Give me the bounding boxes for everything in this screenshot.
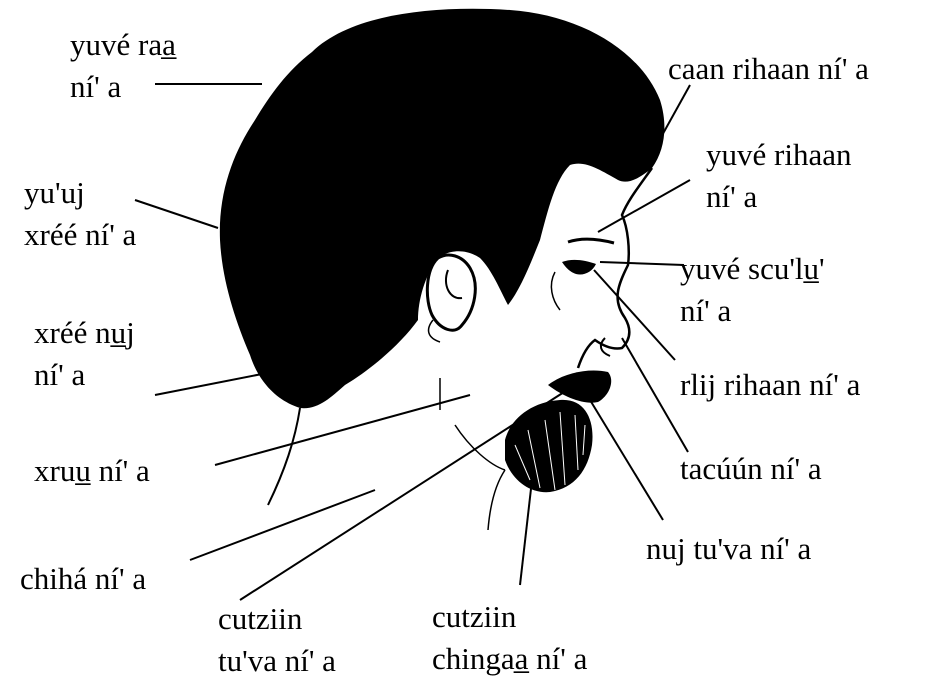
label-nape-hair-line1: yu'uj (24, 172, 136, 214)
label-nape-hair: yu'uj xréé ní' a (24, 172, 136, 256)
leader-nape-hair (135, 200, 218, 228)
label-mouth: nuj tu'va ní' a (646, 528, 811, 570)
label-nape-hair-line2: xréé ní' a (24, 214, 136, 256)
neck-chin (488, 470, 505, 530)
label-throat-line1: xruu̲ ní' a (34, 450, 150, 492)
cheek-crease (551, 272, 560, 310)
label-jaw-line1: chihá ní' a (20, 558, 146, 600)
label-beard-chin: cutziin chingaa̲ ní' a (432, 596, 587, 680)
leader-throat (215, 395, 470, 465)
label-eyelash: yuvé scu'lu̲' ní' a (680, 248, 825, 332)
label-beard-chin-line2: chingaa̲ ní' a (432, 638, 587, 680)
label-eyebrow: yuvé rihaan ní' a (706, 134, 851, 218)
label-neck-back-line1: xréé nu̲j (34, 312, 135, 354)
label-scalp-line1: yuvé raa̲ (70, 24, 176, 66)
label-eyebrow-line2: ní' a (706, 176, 851, 218)
label-beard-lower: cutziin tu'va ní' a (218, 598, 336, 682)
label-jaw: chihá ní' a (20, 558, 146, 600)
leader-nose (622, 338, 688, 452)
label-eyelash-line1: yuvé scu'lu̲' (680, 248, 825, 290)
label-forehead-line1: caan rihaan ní' a (668, 48, 869, 90)
label-scalp: yuvé raa̲ ní' a (70, 24, 176, 108)
leader-mouth (590, 400, 663, 520)
label-beard-lower-line2: tu'va ní' a (218, 640, 336, 682)
label-scalp-line2: ní' a (70, 66, 176, 108)
label-eye: rlij rihaan ní' a (680, 364, 860, 406)
leader-beard-chin (520, 480, 532, 585)
ear (427, 255, 475, 330)
label-eyebrow-line1: yuvé rihaan (706, 134, 851, 176)
label-mouth-line1: nuj tu'va ní' a (646, 528, 811, 570)
leader-eyebrow (598, 180, 690, 232)
label-throat: xruu̲ ní' a (34, 450, 150, 492)
eye-mark (562, 260, 596, 275)
leader-jaw (190, 490, 375, 560)
label-eye-line1: rlij rihaan ní' a (680, 364, 860, 406)
neck-front (455, 425, 505, 470)
label-neck-back-line2: ní' a (34, 354, 135, 396)
leader-neck-back (155, 374, 262, 395)
moustache (548, 371, 611, 403)
label-eyelash-line2: ní' a (680, 290, 825, 332)
label-beard-lower-line1: cutziin (218, 598, 336, 640)
label-neck-back: xréé nu̲j ní' a (34, 312, 135, 396)
leader-beard-lower (240, 385, 575, 600)
label-forehead: caan rihaan ní' a (668, 48, 869, 90)
ear-inner (446, 270, 462, 298)
label-beard-chin-line1: cutziin (432, 596, 587, 638)
leader-eyelash (600, 262, 684, 265)
hair (220, 9, 665, 408)
eyebrow-mark (568, 239, 614, 243)
label-nose: tacúún ní' a (680, 448, 822, 490)
label-nose-line1: tacúún ní' a (680, 448, 822, 490)
neck-back (268, 408, 300, 505)
